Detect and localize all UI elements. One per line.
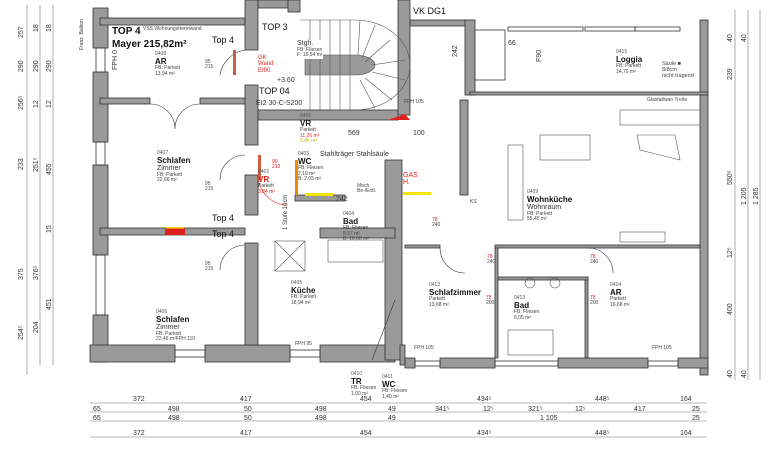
fph-label: FPH 105: [404, 99, 424, 105]
furniture: [274, 109, 701, 356]
beam-label: Stahlträger Stahlsäule: [320, 151, 389, 158]
fph-label: FPH 105: [414, 345, 434, 351]
fph-label: FPH 105: [652, 345, 672, 351]
walls: [89, 0, 709, 376]
top04-label: TOP 04: [259, 86, 290, 96]
fire-wall-segment: [258, 155, 261, 180]
red-marked-wedge: [388, 114, 410, 120]
owner-area: Mayer 215,82m²: [112, 39, 187, 50]
yellow-marked-wall: [403, 192, 431, 195]
red-marked-wall: [165, 228, 185, 235]
fph-label: FPH 95: [295, 341, 312, 347]
wall-note: VSS Wohnungstrennwand: [143, 26, 202, 32]
level-marker: +3.60: [277, 77, 295, 84]
ventilation-note: Mech.Be-/Entl.: [357, 183, 377, 195]
dimension-label: 569: [348, 130, 360, 137]
yellow-marked-wall: [305, 193, 333, 196]
ks-label: KS: [470, 199, 477, 205]
fire-wall-segment: [233, 50, 236, 75]
balcony-label: Franz. Balkon: [79, 19, 85, 50]
orange-marked-wall: [295, 160, 298, 195]
top3-label: TOP 3: [262, 22, 288, 32]
f90-label: F90: [536, 49, 543, 62]
top4-tag: Top 4: [212, 35, 235, 45]
fire-door-label: EI2 30-C-S200: [256, 100, 303, 107]
dimension-lines: [26, 5, 761, 438]
staircase: [300, 19, 411, 111]
apartment-title: TOP 4: [112, 26, 141, 37]
dimension-label: 242: [336, 196, 348, 203]
vk-label: VK DG1: [413, 6, 447, 16]
windows: [95, 26, 681, 367]
top4-tag: Top 4: [212, 229, 235, 239]
fph-label: FPH 0: [112, 50, 119, 70]
yellow-marked-wall: [166, 227, 184, 229]
top4-tag: Top 4: [212, 213, 235, 223]
step-note: 1 Stufe 10cm: [283, 194, 289, 230]
dimension-label: 100: [413, 130, 425, 137]
dimension-label: 242: [452, 45, 459, 57]
glass-wall-note: Glasfaltwan Treila: [647, 97, 687, 103]
dimension-label: 66: [508, 40, 516, 47]
